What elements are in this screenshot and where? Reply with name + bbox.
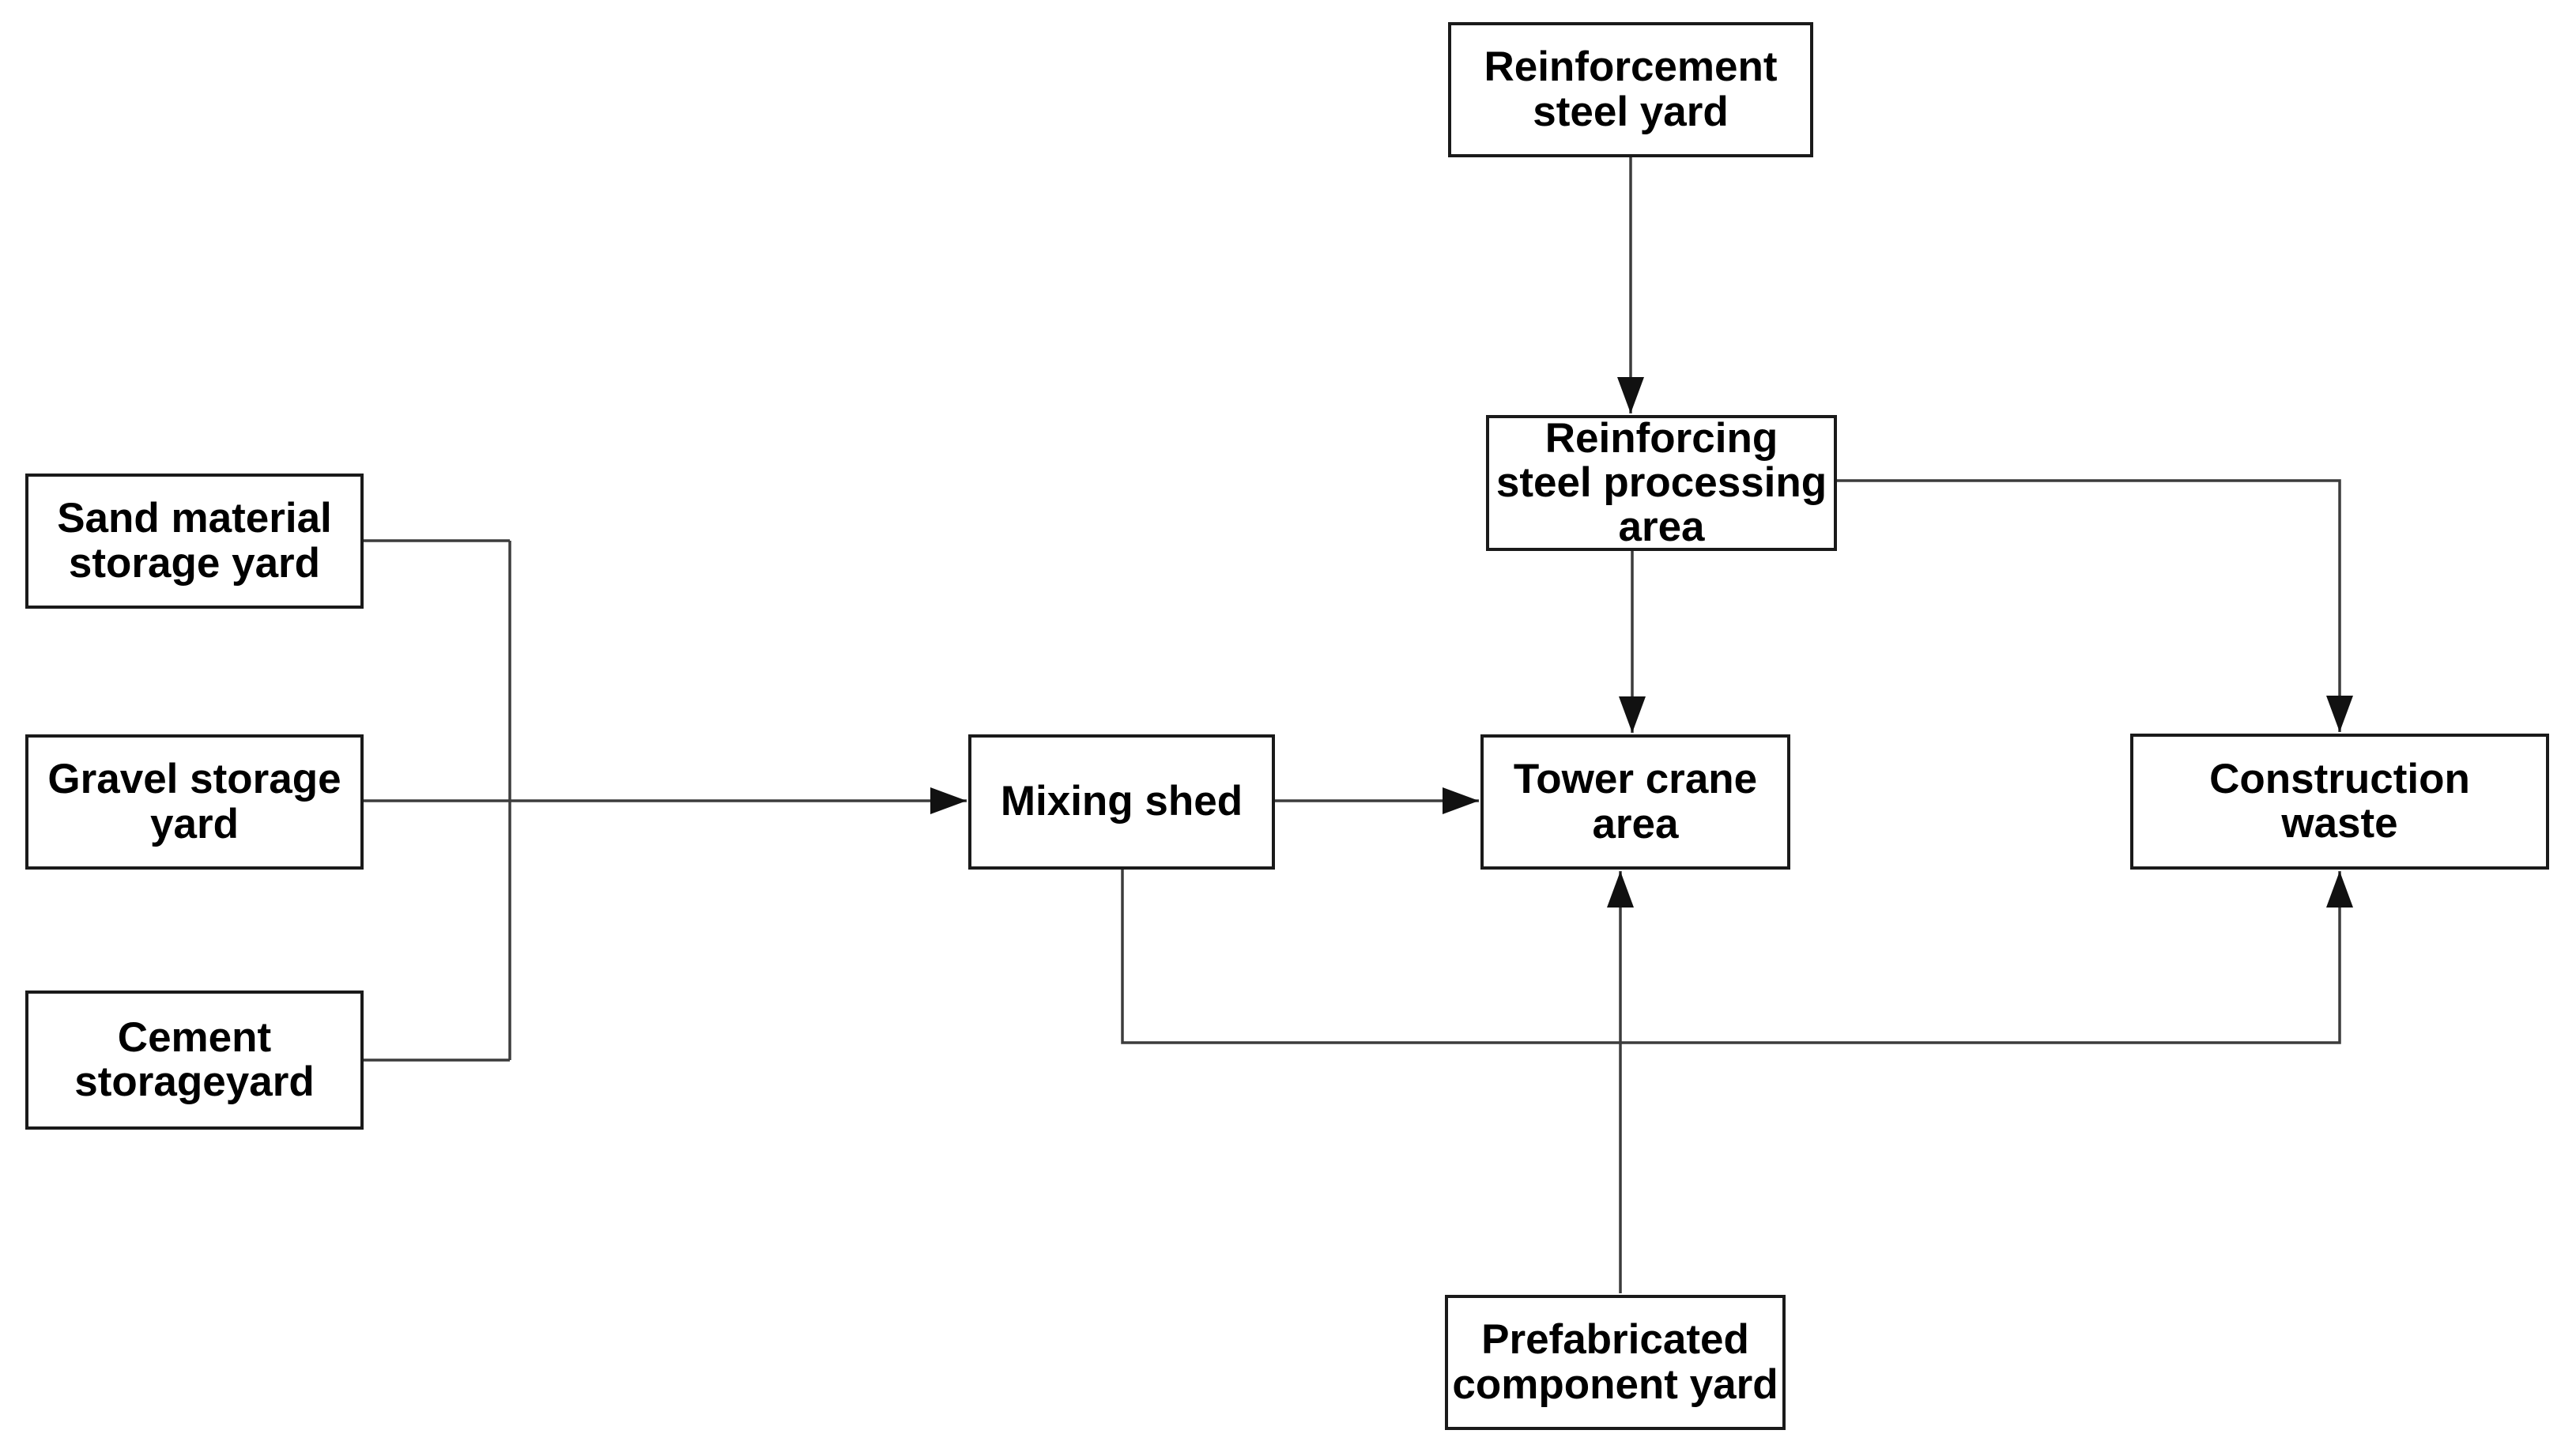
node-construction-waste: Construction waste: [2130, 734, 2549, 870]
node-mixing-shed-label: Mixing shed: [1000, 778, 1243, 825]
node-sand-material-storage-yard: Sand material storage yard: [25, 474, 364, 609]
node-construction-waste-label: Construction waste: [2209, 755, 2470, 847]
node-gravel-storage-yard-label: Gravel storage yard: [47, 756, 341, 847]
node-prefabricated-component-yard: Prefabricated component yard: [1445, 1295, 1786, 1430]
edge-processing-to-waste-arrow: [1837, 479, 2353, 732]
node-reinforcing-steel-processing-area: Reinforcing steel processing area: [1486, 415, 1837, 551]
edge-mixing-to-waste-arrow: [1121, 870, 2353, 1044]
node-prefabricated-component-yard-label: Prefabricated component yard: [1452, 1316, 1778, 1408]
node-mixing-shed: Mixing shed: [968, 734, 1275, 870]
node-reinforcing-steel-processing-area-label: Reinforcing steel processing area: [1495, 414, 1827, 551]
node-gravel-storage-yard: Gravel storage yard: [25, 734, 364, 870]
node-sand-material-storage-yard-label: Sand material storage yard: [57, 495, 332, 587]
node-reinforcement-steel-yard: Reinforcement steel yard: [1448, 22, 1813, 157]
node-cement-storage-yard: Cement storageyard: [25, 991, 364, 1130]
node-tower-crane-area-label: Tower crane area: [1513, 756, 1758, 847]
node-tower-crane-area: Tower crane area: [1480, 734, 1790, 870]
node-cement-storage-yard-label: Cement storageyard: [74, 1013, 315, 1105]
node-reinforcement-steel-yard-label: Reinforcement steel yard: [1484, 43, 1778, 135]
